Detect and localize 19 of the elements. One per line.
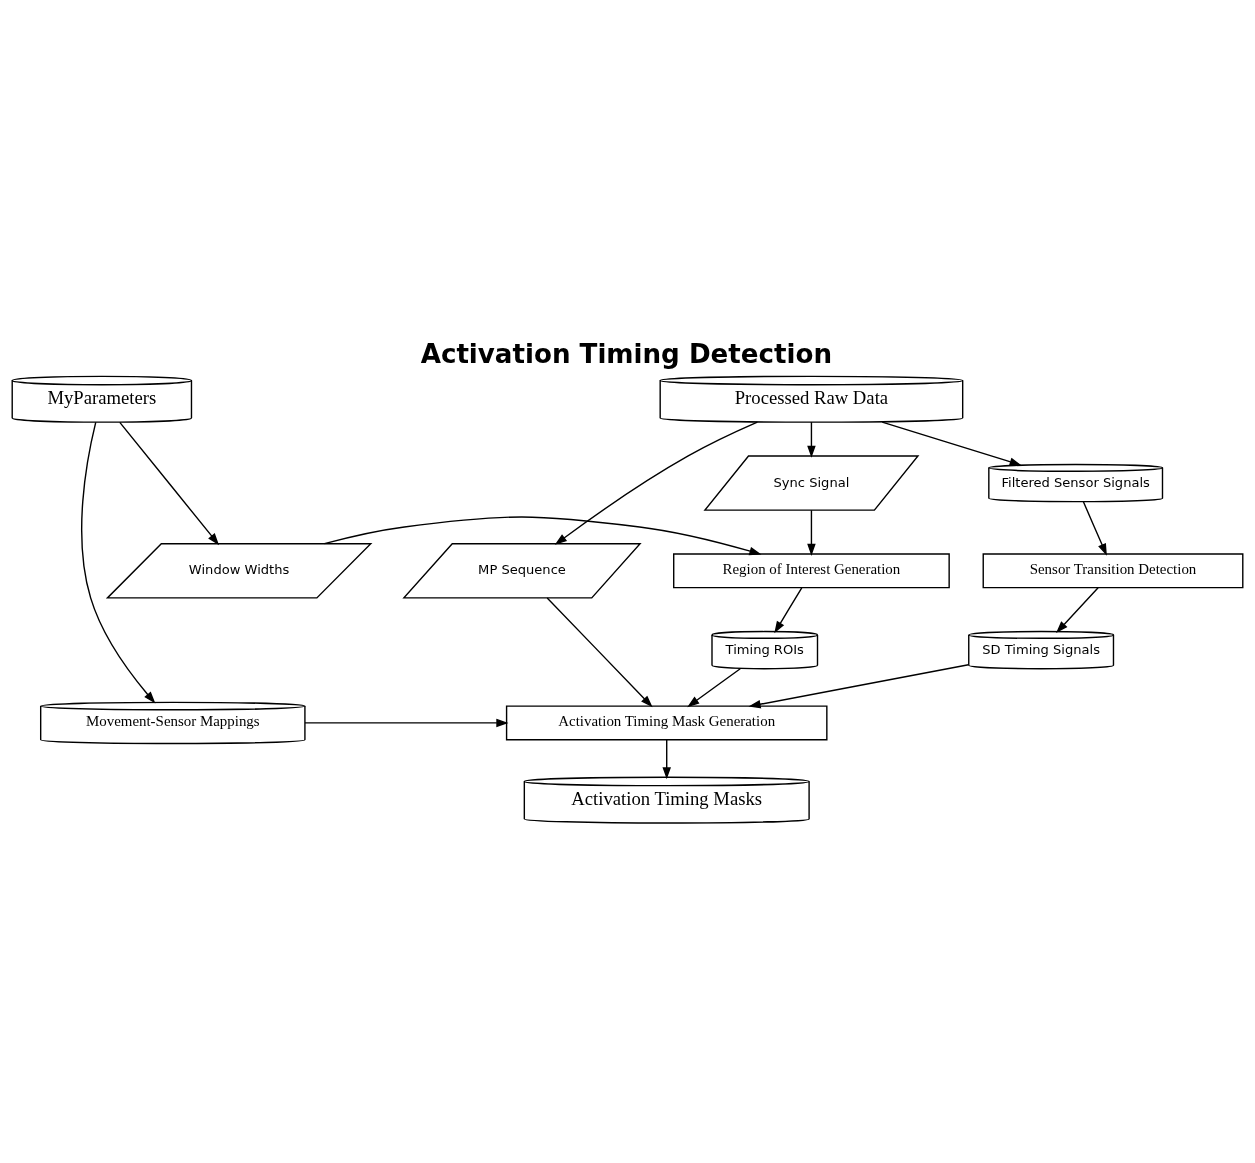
arrow bbox=[304, 718, 509, 728]
arrow bbox=[807, 509, 816, 556]
arrow bbox=[807, 421, 816, 458]
arrow bbox=[554, 421, 759, 545]
arrow bbox=[546, 597, 653, 708]
arrow bbox=[1082, 501, 1107, 556]
arrow bbox=[119, 421, 220, 546]
node-box: Region of Interest Generation bbox=[673, 553, 950, 589]
arrow bbox=[748, 664, 970, 709]
node-box: Sensor Transition Detection bbox=[982, 553, 1244, 589]
arrow bbox=[774, 587, 803, 634]
arrow bbox=[1056, 587, 1099, 634]
arrow bbox=[662, 739, 671, 780]
arrow bbox=[687, 668, 741, 708]
arrow bbox=[323, 516, 762, 556]
arrow bbox=[881, 421, 1022, 466]
diagram-title: Activation Timing Detection bbox=[420, 339, 833, 370]
arrow bbox=[81, 421, 156, 704]
node-box: Activation Timing Mask Generation bbox=[505, 705, 828, 741]
